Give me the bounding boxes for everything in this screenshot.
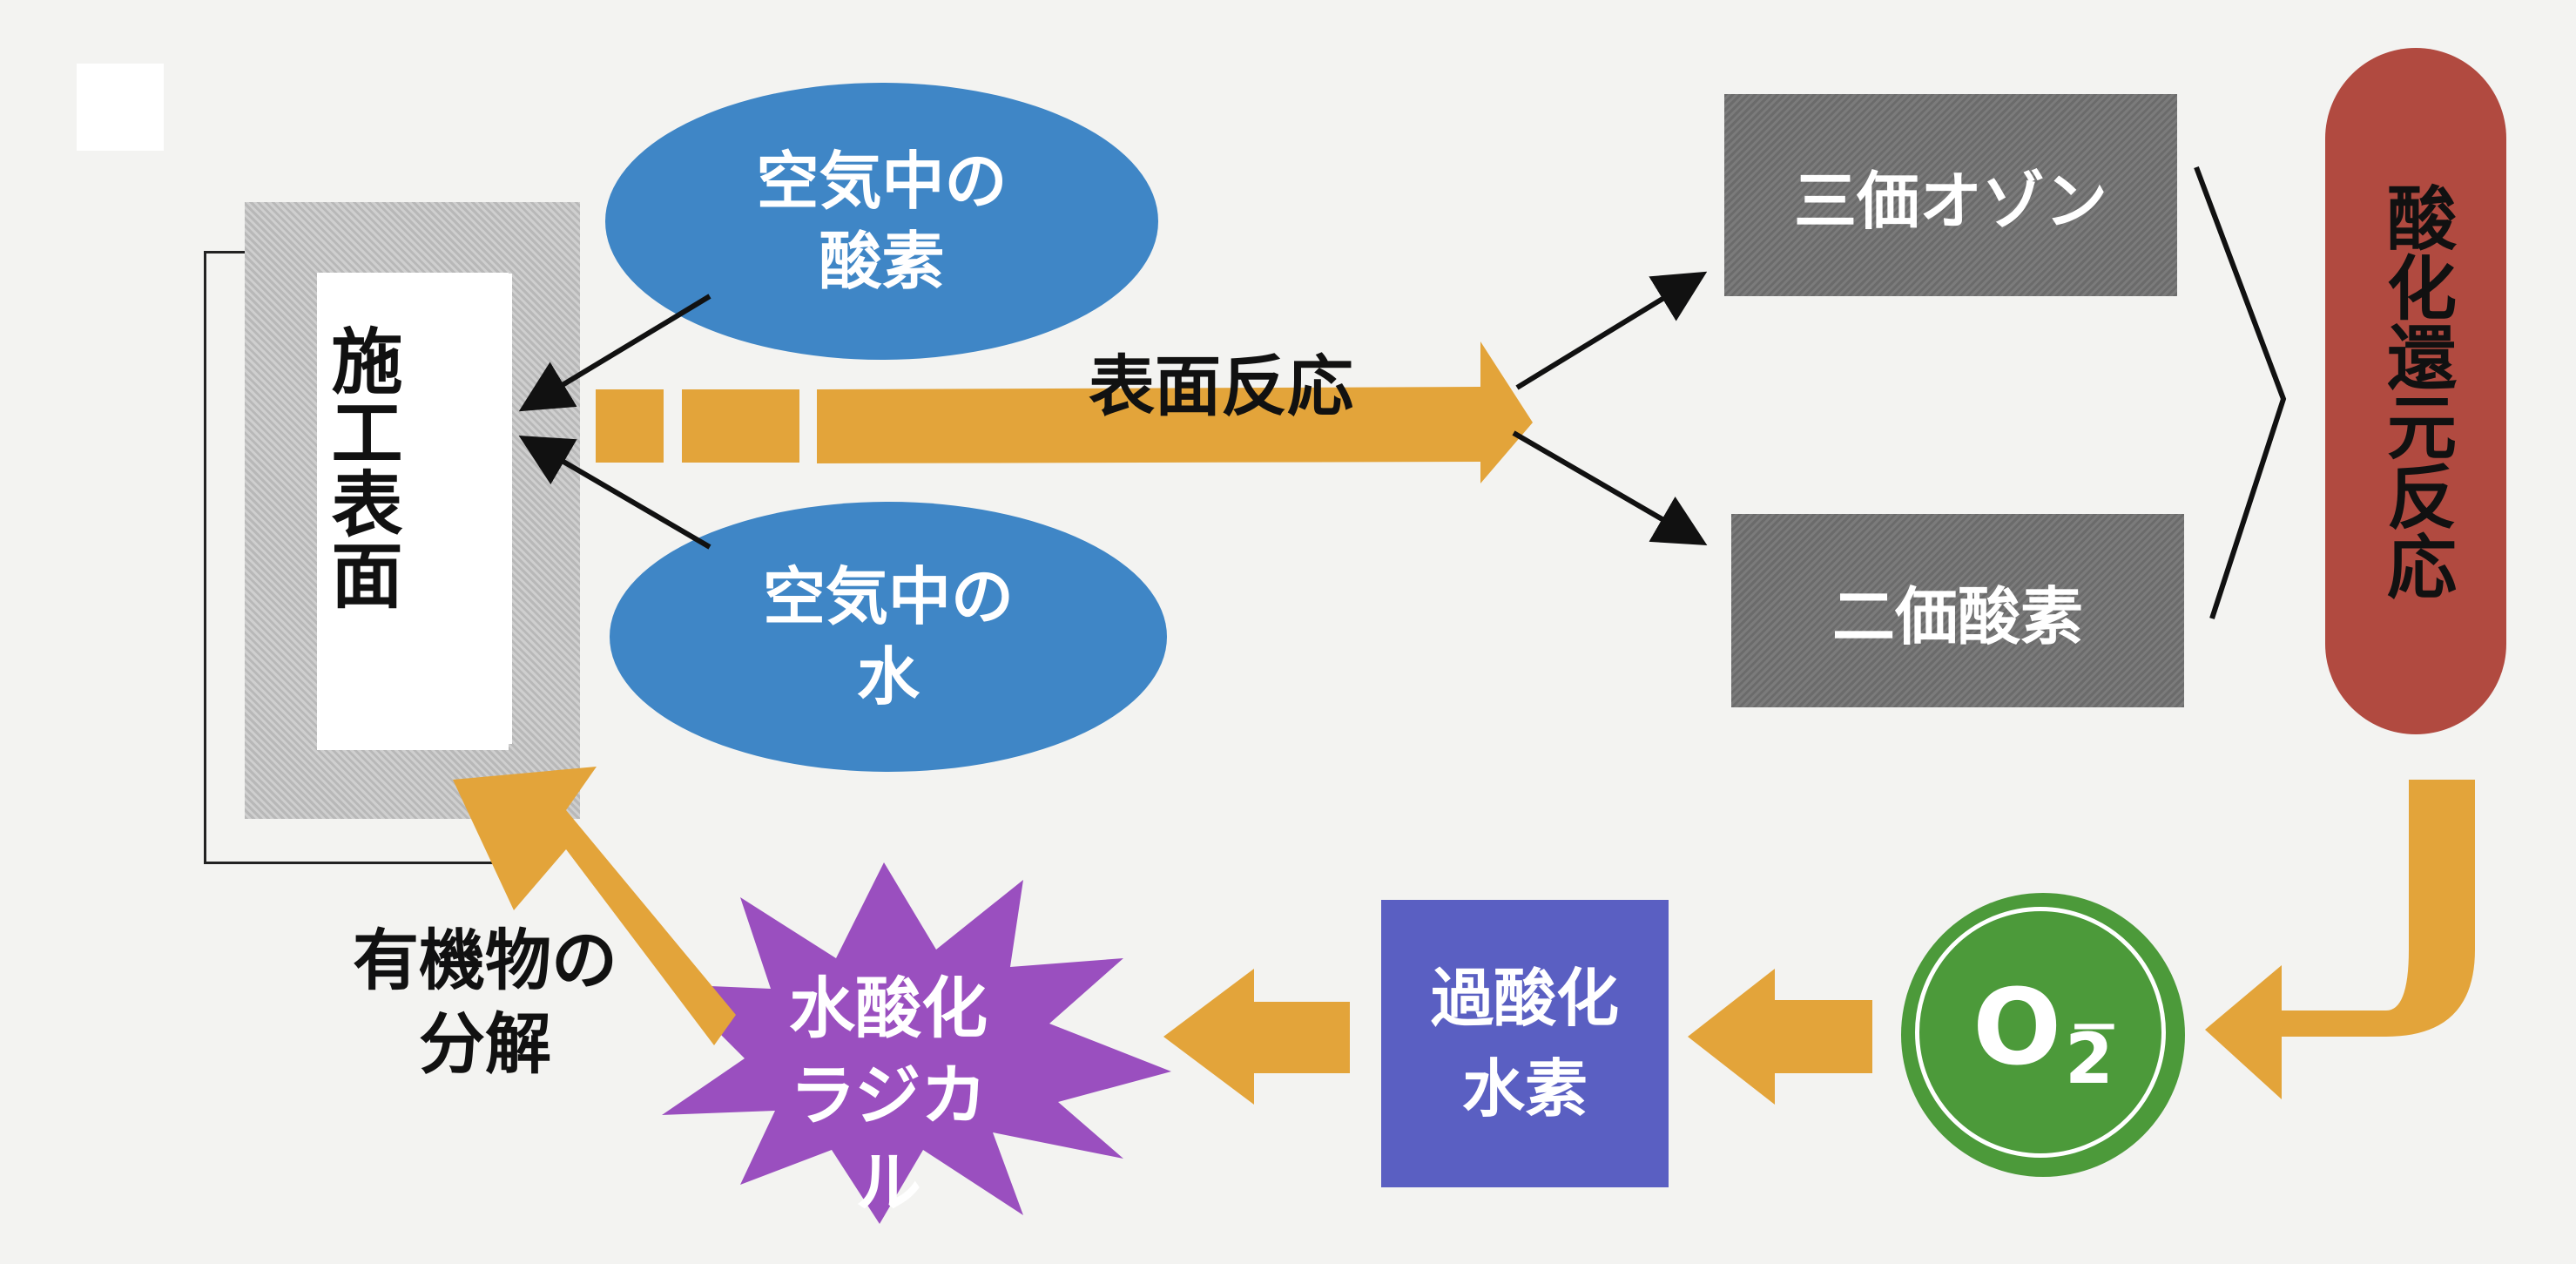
water-in-air-label: 空気中の 水	[762, 560, 1014, 713]
to-divalent-oxygen-arrow	[1512, 430, 1708, 546]
divalent-oxygen-label: 二価酸素	[1831, 579, 2083, 653]
hydroxyl-radical-label: 水酸化 ラジカル	[789, 970, 988, 1221]
organic-decomposition-arrow	[453, 767, 736, 1045]
to-ozone-arrow	[1515, 271, 1708, 390]
surface-reaction-label: 表面反応	[1089, 348, 1353, 425]
blank-marker	[77, 64, 164, 151]
superoxide-base: O	[1972, 967, 2062, 1089]
redox-bracket	[2194, 166, 2287, 619]
surface-reaction-arrow	[596, 341, 1533, 483]
superoxide-ring	[1915, 907, 2166, 1158]
superoxide-subscript: 2－	[2065, 1003, 2121, 1099]
oxygen-in-air-ellipse: 空気中の 酸素	[605, 83, 1158, 360]
superoxide-formula: O2－	[1972, 976, 2121, 1094]
superoxide-subscript-value: 2	[2065, 1017, 2114, 1099]
superoxide-superscript: －	[2067, 997, 2121, 1059]
hydrogen-peroxide-box: 過酸化 水素	[1381, 900, 1669, 1187]
redox-reaction-label: 酸化還元反応	[2376, 182, 2457, 600]
oxygen-to-surface-arrow	[518, 294, 711, 412]
redox-to-superoxide-arrow	[2205, 780, 2475, 1099]
oxygen-in-air-label: 空気中の 酸素	[756, 145, 1008, 298]
surface-panel-mask	[416, 274, 512, 744]
superoxide-circle: O2－	[1901, 893, 2185, 1177]
hydroxyl-radical-burst	[662, 862, 1171, 1224]
trivalent-ozone-box: 三価オゾン	[1724, 94, 2177, 296]
water-to-surface-arrow	[518, 435, 711, 550]
water-in-air-ellipse: 空気中の 水	[610, 502, 1167, 772]
peroxide-to-radical-arrow	[1163, 969, 1350, 1105]
trivalent-ozone-label: 三価オゾン	[1793, 164, 2107, 238]
redox-reaction-pill: 酸化還元反応	[2325, 48, 2506, 734]
hydrogen-peroxide-label: 過酸化 水素	[1430, 962, 1619, 1125]
superoxide-to-peroxide-arrow	[1688, 969, 1872, 1105]
divalent-oxygen-box: 二価酸素	[1731, 514, 2184, 707]
organic-decomposition-label: 有機物の 分解	[353, 922, 617, 1083]
surface-label: 施工表面	[319, 324, 401, 610]
